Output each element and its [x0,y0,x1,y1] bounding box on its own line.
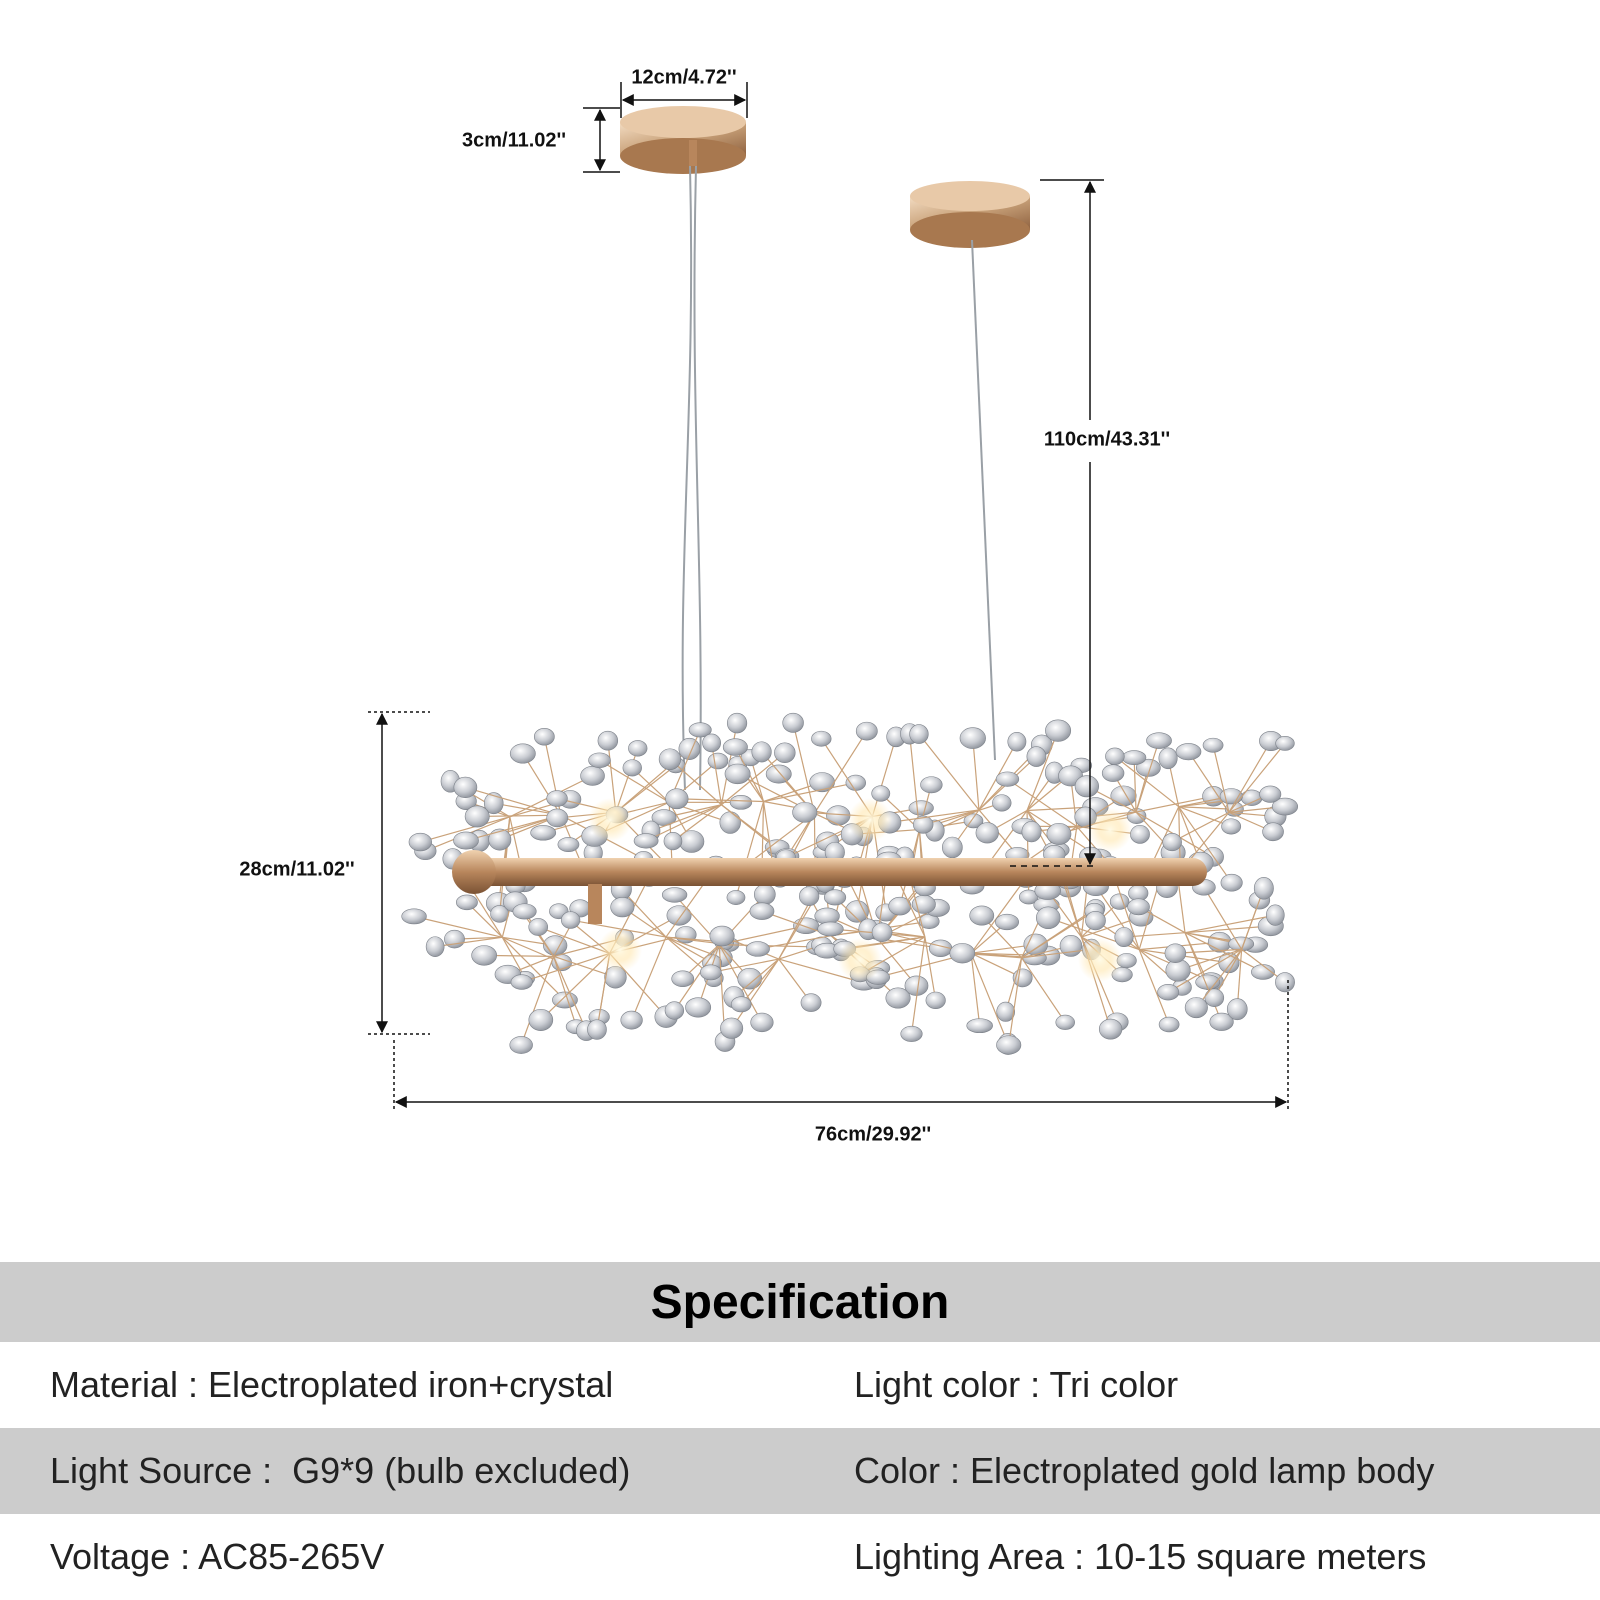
spec-material: Material : Electroplated iron+crystal [50,1364,614,1405]
fixture-length-label: 76cm/29.92'' [814,1123,932,1146]
suspension-cables [681,165,996,791]
canopy-height-label: 3cm/11.02'' [461,129,567,152]
product-diagram: 12cm/4.72'' 3cm/11.02'' 110cm/43.31'' 28… [239,66,1299,1146]
chandelier-drawing [368,82,1299,1112]
spec-row-light-source: Light Source : G9*9 (bulb excluded) Colo… [0,1428,1600,1514]
main-bar [452,850,1207,924]
spec-light-source: Light Source : G9*9 (bulb excluded) [50,1450,631,1491]
dimension-lines [368,82,1289,1112]
specification-header: Specification [0,1262,1600,1342]
spec-row-material: Material : Electroplated iron+crystal Li… [0,1342,1600,1428]
left-canopy [620,106,746,174]
fixture-height-label: 28cm/11.02'' [239,858,355,881]
spec-light-color: Light color : Tri color [854,1364,1179,1405]
spec-voltage: Voltage : AC85-265V [50,1536,385,1577]
spec-row-voltage: Voltage : AC85-265V Lighting Area : 10-1… [0,1514,1600,1600]
spec-color: Color : Electroplated gold lamp body [854,1450,1435,1491]
specification-title: Specification [650,1275,950,1329]
specification-table: Specification Material : Electroplated i… [0,1262,1600,1600]
right-canopy [910,181,1030,248]
cable-length-label: 110cm/43.31'' [1043,428,1171,451]
spec-lighting-area: Lighting Area : 10-15 square meters [854,1536,1427,1577]
canopy-width-label: 12cm/4.72'' [631,66,737,89]
